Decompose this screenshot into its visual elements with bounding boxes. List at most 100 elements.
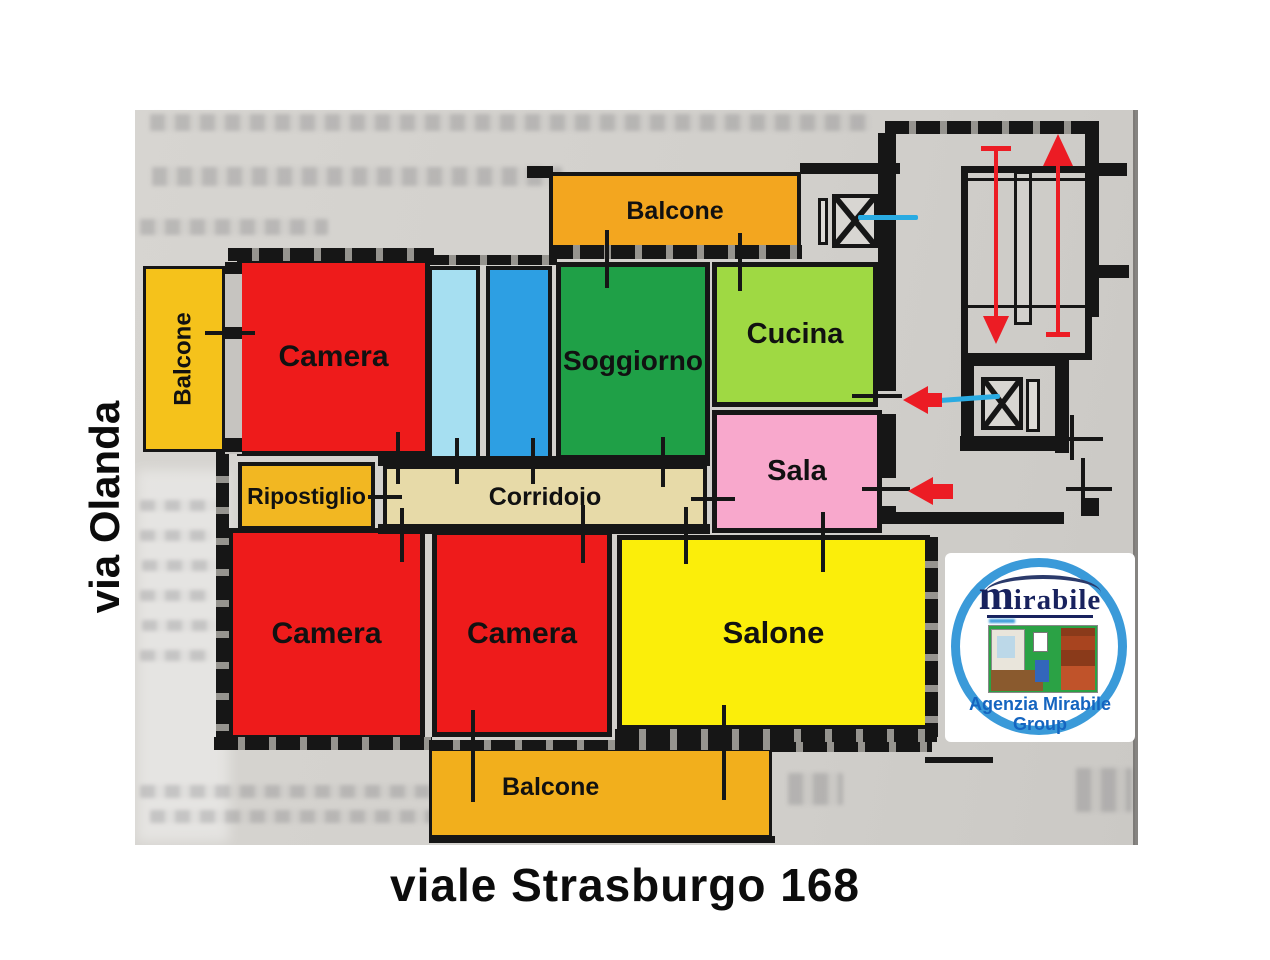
window <box>225 264 242 454</box>
wall <box>429 836 775 843</box>
staircase <box>961 166 1092 360</box>
door-line <box>605 230 609 288</box>
door-line <box>1057 437 1103 441</box>
wall <box>885 121 1097 134</box>
faint-text-smudge <box>150 114 870 131</box>
wall <box>228 248 434 261</box>
door-line <box>821 512 825 572</box>
agency-logo: mirabile Agenzia Mirabile Group <box>945 553 1135 742</box>
room-label: Sala <box>767 455 827 487</box>
wall <box>527 166 553 178</box>
wall <box>772 742 932 752</box>
door-line <box>455 438 459 484</box>
wall <box>892 512 1064 524</box>
door-line <box>862 487 910 491</box>
door-line <box>581 505 585 563</box>
wall <box>925 537 938 737</box>
down-arrow-icon <box>994 150 998 320</box>
faint-text-smudge <box>788 773 843 805</box>
door-line <box>1081 458 1085 516</box>
wall <box>225 438 242 452</box>
logo-agency-name: Agenzia Mirabile Group <box>945 694 1135 734</box>
wall <box>378 456 710 466</box>
faint-text-smudge <box>140 500 216 511</box>
wall <box>925 757 993 763</box>
door-line <box>205 331 255 335</box>
service-entrance-arrow-icon <box>903 386 928 414</box>
door-line <box>400 508 404 562</box>
door-line <box>738 233 742 291</box>
photo-shelf <box>1061 628 1095 690</box>
stair-tread-line <box>968 178 1085 181</box>
logo-office-photo <box>988 625 1098 693</box>
wall <box>549 245 802 259</box>
wall <box>378 524 710 534</box>
door-line <box>396 432 400 484</box>
door-line <box>1066 487 1112 491</box>
door-line <box>852 394 902 398</box>
door-line <box>531 438 535 484</box>
wall <box>1099 265 1129 278</box>
logo-underline <box>987 615 1093 618</box>
room-label: Camera <box>271 617 382 650</box>
room-label: Salone <box>722 614 825 650</box>
room-balcone-bottom: Balcone <box>429 748 772 838</box>
faint-text-smudge <box>1076 768 1132 812</box>
faint-text-smudge <box>140 650 210 661</box>
wall <box>960 436 1060 451</box>
up-arrow-icon <box>1046 332 1070 337</box>
room-label: Balcone <box>170 312 197 406</box>
wall <box>615 729 937 742</box>
down-arrow-icon <box>981 146 1011 151</box>
photo-chair <box>1035 660 1049 682</box>
elevator-x-icon <box>981 377 1023 430</box>
room-label: Camera <box>466 616 578 650</box>
logo-brand-initial: m <box>978 573 1014 619</box>
faint-text-smudge <box>140 530 212 541</box>
entrance-arrow-icon <box>908 477 933 505</box>
room-label: Balcone <box>502 773 600 801</box>
utility-line <box>858 215 918 220</box>
faint-text-smudge <box>142 560 217 571</box>
room-label: Camera <box>278 340 389 373</box>
wall <box>425 255 557 265</box>
wall <box>225 262 242 274</box>
room-camera-bottom-middle: Camera <box>432 530 612 737</box>
room-corridoio: Corridoio <box>383 465 707 530</box>
elevator-door-leaf <box>818 198 828 245</box>
logo-agency-line1: Agenzia Mirabile <box>968 694 1112 714</box>
door-line <box>661 437 665 487</box>
wall <box>800 163 900 174</box>
elevator-door-leaf <box>1026 379 1040 432</box>
logo-brand-rest: irabile <box>1013 584 1102 616</box>
room-label: Ripostiglio <box>247 482 366 509</box>
room-bathroom-small <box>428 266 480 460</box>
room-camera-top-left: Camera <box>237 258 430 456</box>
room-bathroom-large <box>486 266 552 460</box>
photo-window-pane <box>997 636 1015 658</box>
door-line <box>1070 415 1074 460</box>
paper-highlight <box>137 470 229 842</box>
photo-desk <box>991 670 1043 691</box>
door-line <box>368 495 402 499</box>
down-arrow-icon <box>983 316 1009 344</box>
wall <box>878 414 896 478</box>
room-balcone-left: Balcone <box>143 266 225 452</box>
faint-text-smudge <box>140 590 210 601</box>
wall <box>1085 498 1099 516</box>
paper-edge-shadow <box>1133 110 1138 845</box>
wall <box>214 737 432 750</box>
room-cucina: Cucina <box>712 262 878 407</box>
photo-frame <box>1033 632 1048 652</box>
room-sala: Sala <box>712 410 882 533</box>
room-camera-bottom-left: Camera <box>228 528 425 740</box>
door-line <box>722 705 726 800</box>
room-ripostiglio: Ripostiglio <box>238 462 375 530</box>
door-line <box>684 507 688 564</box>
wall <box>961 353 974 451</box>
faint-text-smudge <box>152 167 562 186</box>
room-label: Soggiorno <box>563 345 703 376</box>
door-line <box>691 497 735 501</box>
wall <box>878 506 896 524</box>
wall <box>429 740 772 750</box>
